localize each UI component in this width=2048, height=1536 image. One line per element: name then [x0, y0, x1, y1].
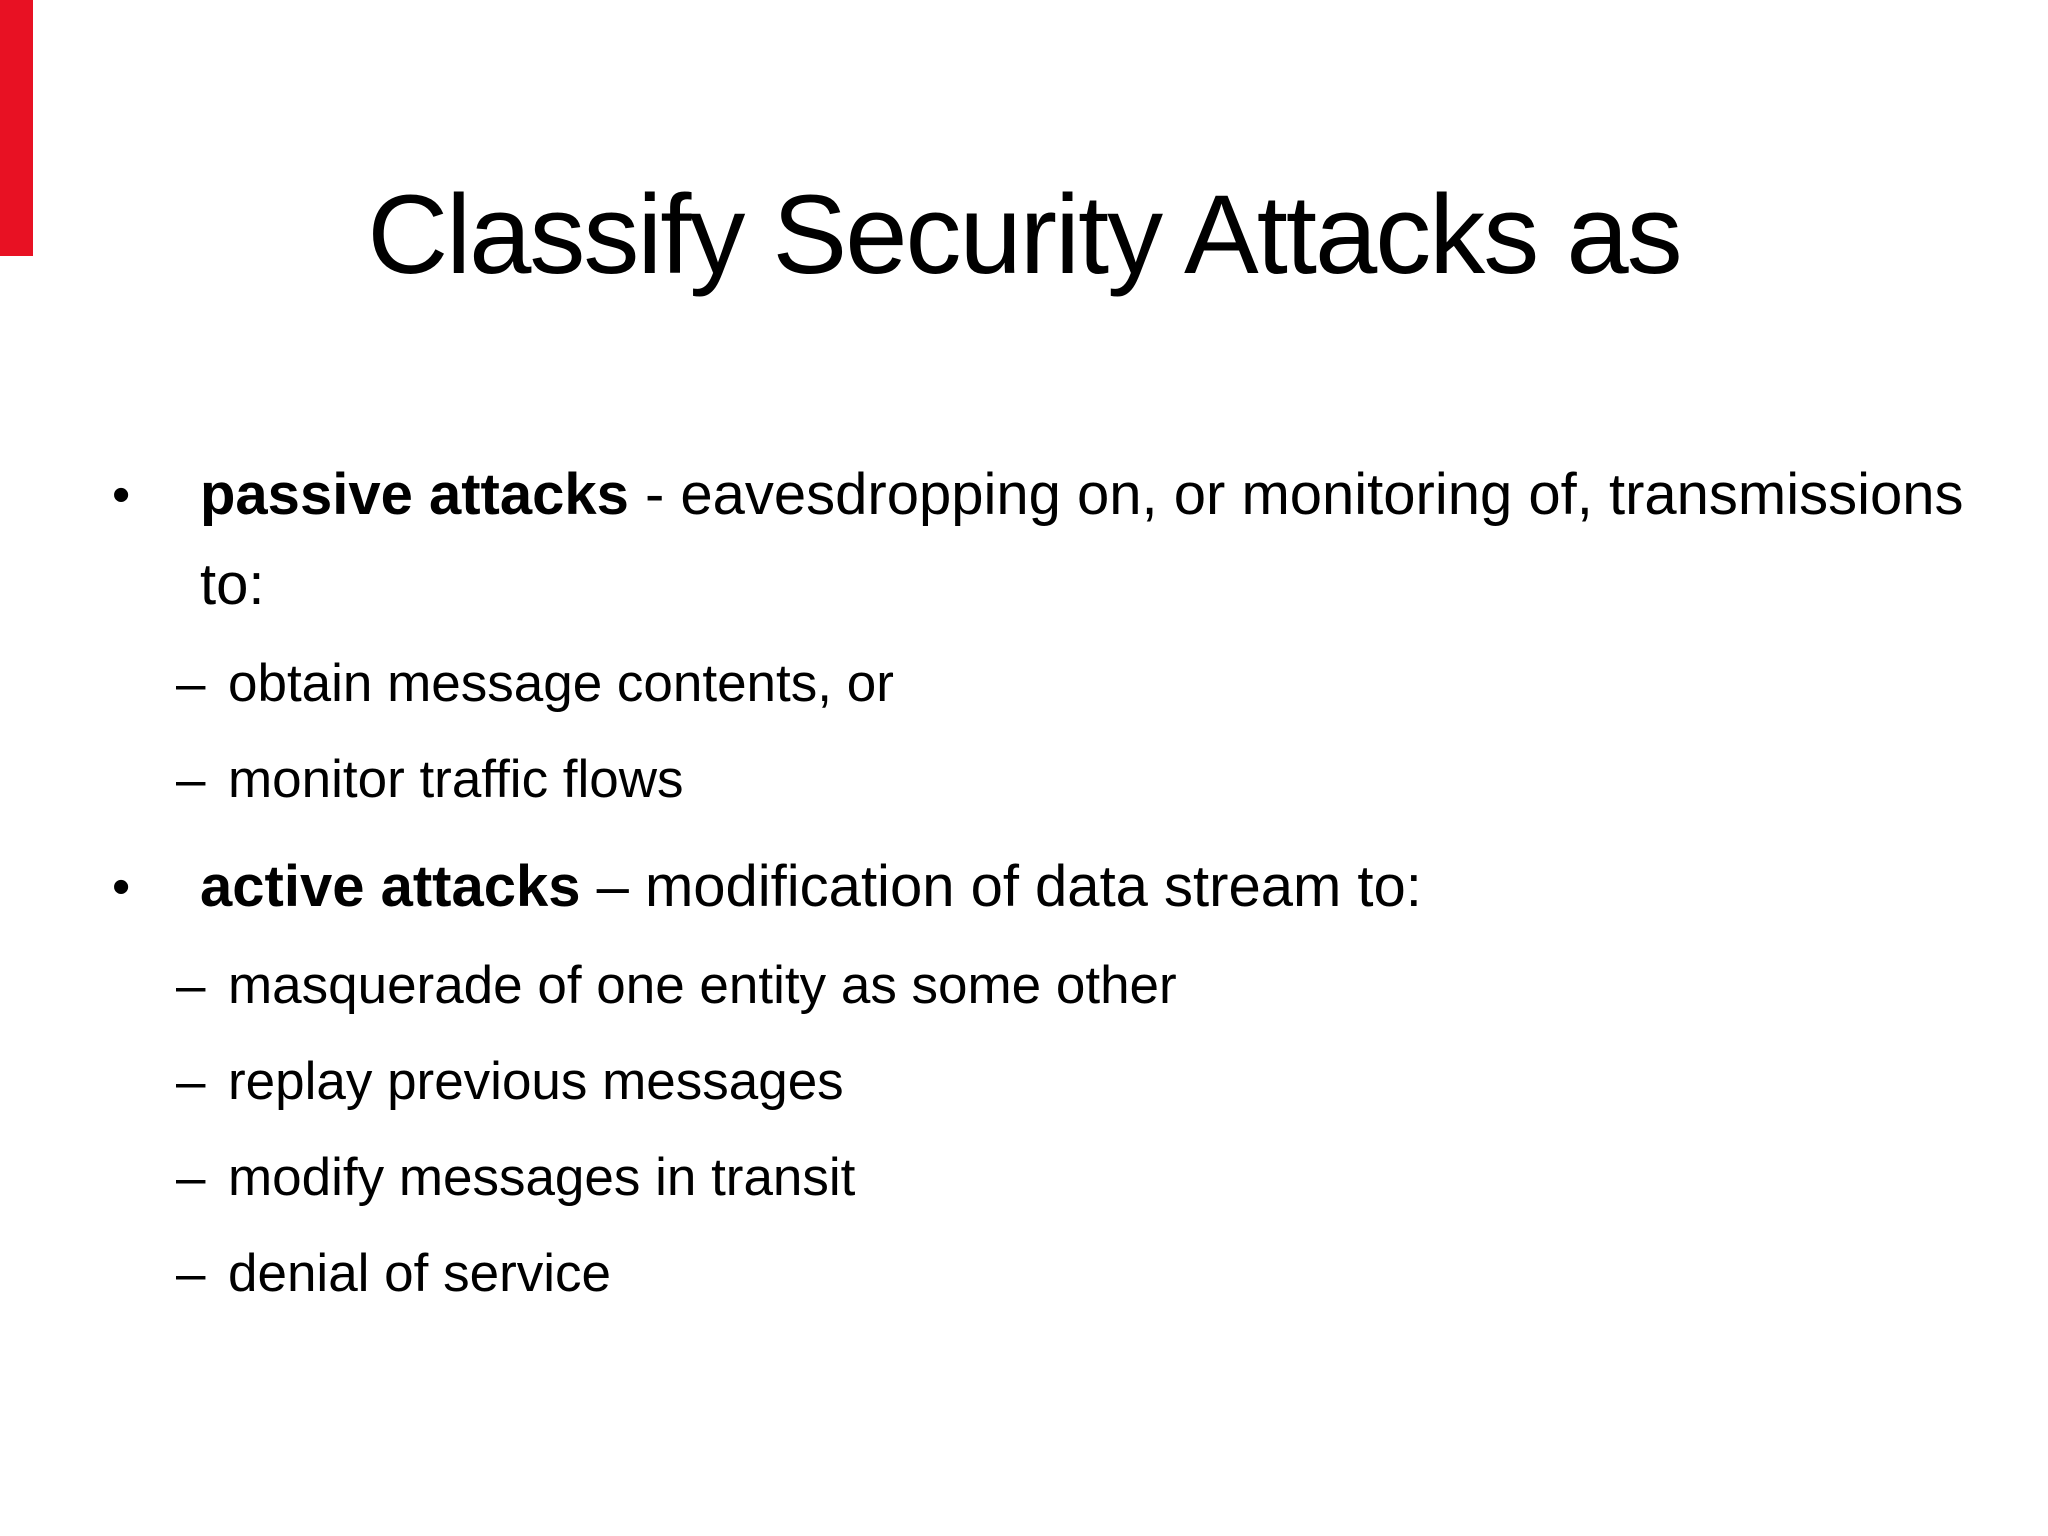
bullet-list: • passive attacks - eavesdropping on, or… [0, 450, 2048, 1322]
bullet-bold-lead: passive attacks [200, 462, 629, 528]
subbullet-item-monitor-traffic-flows: – monitor traffic flows [112, 732, 1988, 828]
bullet-item-active-attacks: • active attacks – modification of data … [112, 842, 1988, 932]
subbullet-item-denial-of-service: – denial of service [112, 1226, 1988, 1322]
subbullet-item-replay-previous-messages: – replay previous messages [112, 1034, 1988, 1130]
subbullet-item-obtain-message-contents: – obtain message contents, or [112, 636, 1988, 732]
dash-bullet-icon: – [176, 654, 206, 714]
subbullet-text: masquerade of one entity as some other [228, 956, 1177, 1016]
bullet-item-passive-attacks: • passive attacks - eavesdropping on, or… [112, 450, 1988, 630]
subbullet-text: denial of service [228, 1244, 611, 1304]
subbullet-text: monitor traffic flows [228, 750, 684, 810]
dash-bullet-icon: – [176, 750, 206, 810]
bullet-dot-icon: • [112, 466, 131, 525]
bullet-rest: - eavesdropping on, or monitoring of, tr… [200, 462, 1964, 618]
dash-bullet-icon: – [176, 1052, 206, 1112]
slide-title: Classify Security Attacks as [367, 172, 1682, 297]
dash-bullet-icon: – [176, 1148, 206, 1208]
dash-bullet-icon: – [176, 956, 206, 1016]
subbullet-item-masquerade: – masquerade of one entity as some other [112, 938, 1988, 1034]
bullet-text: active attacks – modification of data st… [200, 842, 1988, 932]
bullet-dot-icon: • [112, 858, 131, 917]
subbullet-text: replay previous messages [228, 1052, 844, 1112]
subbullet-text: obtain message contents, or [228, 654, 894, 714]
bullet-bold-lead: active attacks [200, 854, 581, 920]
subbullet-text: modify messages in transit [228, 1148, 856, 1208]
red-accent-bar [0, 0, 33, 256]
bullet-rest: – modification of data stream to: [580, 854, 1422, 920]
subbullet-item-modify-messages-in-transit: – modify messages in transit [112, 1130, 1988, 1226]
bullet-text: passive attacks - eavesdropping on, or m… [200, 450, 1988, 630]
dash-bullet-icon: – [176, 1244, 206, 1304]
